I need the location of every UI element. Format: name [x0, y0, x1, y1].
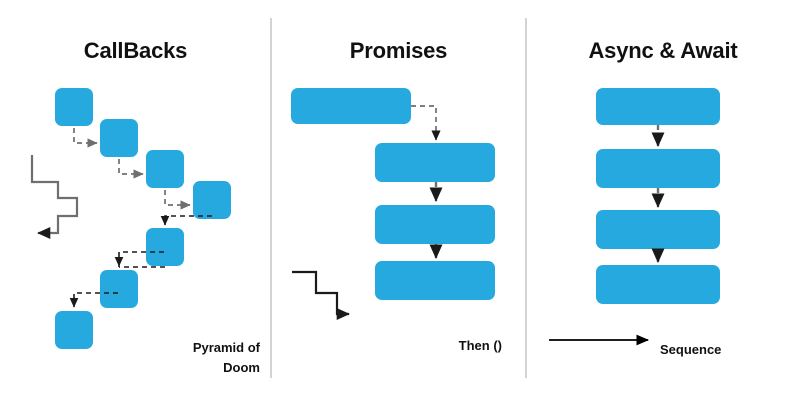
callbacks-node-1 — [55, 88, 93, 126]
panel-title-promises: Promises — [349, 38, 448, 63]
async-node-3 — [596, 210, 720, 249]
callbacks-node-5 — [146, 228, 184, 266]
promises-node-1 — [291, 88, 411, 124]
callbacks-node-6 — [100, 270, 138, 308]
async-node-1 — [596, 88, 720, 125]
panel-divider-2 — [525, 18, 527, 378]
caption-then: Then () — [458, 338, 502, 353]
caption-pyramid-of-doom: Pyramid of Doom — [192, 340, 260, 375]
callbacks-node-4 — [193, 181, 231, 219]
panel-divider-1 — [270, 18, 272, 378]
panel-title-async-await: Async & Await — [588, 38, 738, 63]
panel-async-await: Async & Await — [526, 0, 800, 400]
callbacks-node-2 — [100, 119, 138, 157]
panel-callbacks: CallBacks — [0, 0, 271, 400]
promises-node-2 — [375, 143, 495, 182]
promises-node-3 — [375, 205, 495, 244]
callbacks-node-3 — [146, 150, 184, 188]
panel-title-callbacks: CallBacks — [83, 38, 188, 63]
async-node-4 — [596, 265, 720, 304]
promises-node-4 — [375, 261, 495, 300]
callbacks-node-7 — [55, 311, 93, 349]
async-node-2 — [596, 149, 720, 188]
panel-promises: Promises — [271, 0, 526, 400]
caption-sequence: Sequence — [660, 342, 722, 357]
